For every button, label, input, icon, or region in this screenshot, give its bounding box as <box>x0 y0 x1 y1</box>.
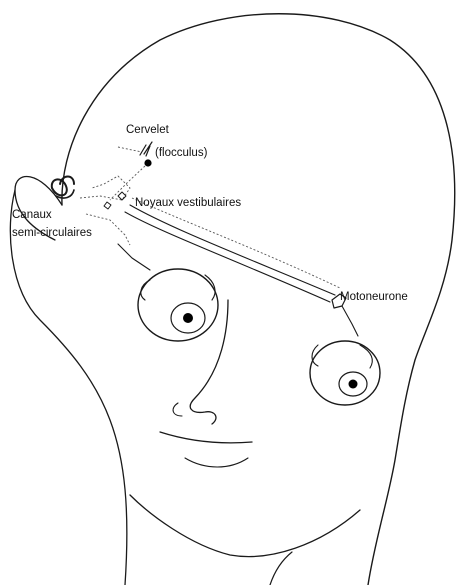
nose <box>190 300 228 424</box>
neck <box>270 552 292 585</box>
label-cervelet: Cervelet <box>126 124 170 136</box>
label-flocculus: (flocculus) <box>155 147 208 159</box>
axon-bundle <box>125 212 330 302</box>
axon-bundle-3 <box>132 198 340 288</box>
left-eyeball <box>138 269 218 341</box>
label-canaux: Canaux <box>12 209 52 221</box>
right-eyeball <box>310 341 380 405</box>
cheek-outline <box>10 190 127 585</box>
mouth <box>160 432 252 443</box>
label-semi-circulaires: semi-circulaires <box>12 227 92 239</box>
lower-lip <box>185 458 248 467</box>
label-motoneurone: Motoneurone <box>340 291 408 303</box>
axon-bundle-2 <box>130 205 335 295</box>
chin <box>130 495 360 557</box>
label-noyaux-vestibulaires: Noyaux vestibulaires <box>135 197 241 209</box>
flocculus-neuron <box>110 142 152 200</box>
nostril <box>173 403 182 416</box>
nerve-left <box>118 244 150 270</box>
